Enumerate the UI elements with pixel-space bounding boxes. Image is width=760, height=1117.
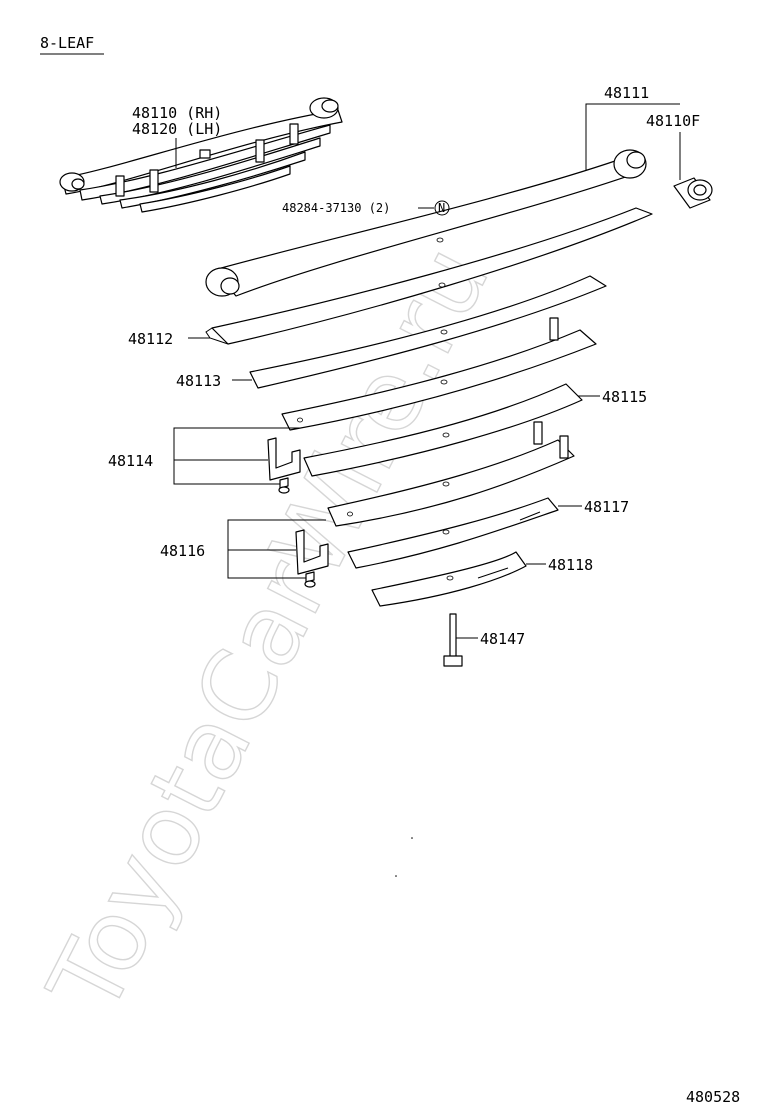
speck (411, 837, 413, 839)
bushing-48110f (673, 177, 713, 209)
label-48114: 48114 (108, 452, 153, 470)
marker-n-circle (434, 200, 450, 216)
label-48117: 48117 (584, 498, 629, 516)
label-48112: 48112 (128, 330, 173, 348)
leaf-48117 (347, 497, 559, 569)
label-48147: 48147 (480, 630, 525, 648)
label-48115: 48115 (602, 388, 647, 406)
leader-48111 (585, 103, 680, 170)
diagram-id: 480528 (686, 1088, 740, 1106)
leaf-48111 (205, 149, 647, 297)
clip-48116 (295, 529, 329, 588)
leader-48114-bracket (173, 427, 300, 485)
center-bolt-48147 (443, 613, 463, 667)
watermark: ToyotaCarWire.ru (27, 229, 511, 1032)
leaf-48115 (303, 383, 583, 477)
speck (395, 875, 397, 877)
diagram-title: 8-LEAF (40, 34, 94, 52)
leaf-48118 (371, 551, 527, 607)
label-48111: 48111 (604, 84, 649, 102)
label-48113: 48113 (176, 372, 221, 390)
leader-48116-bracket (227, 519, 326, 579)
label-48118: 48118 (548, 556, 593, 574)
spring-assembly-illustration (59, 97, 343, 213)
marker-n-text: N (438, 201, 445, 215)
leaf-48112 (205, 207, 653, 345)
label-48116: 48116 (160, 542, 205, 560)
leaf-48113 (249, 275, 607, 389)
clip-48114 (267, 437, 301, 494)
leaf-4 (281, 317, 597, 431)
leaf-6 (327, 421, 575, 527)
label-48110-rh: 48110 (RH) (132, 104, 222, 122)
label-48110f: 48110F (646, 112, 700, 130)
label-48120-lh: 48120 (LH) (132, 120, 222, 138)
label-48284-37130: 48284-37130 (2) (282, 201, 390, 215)
